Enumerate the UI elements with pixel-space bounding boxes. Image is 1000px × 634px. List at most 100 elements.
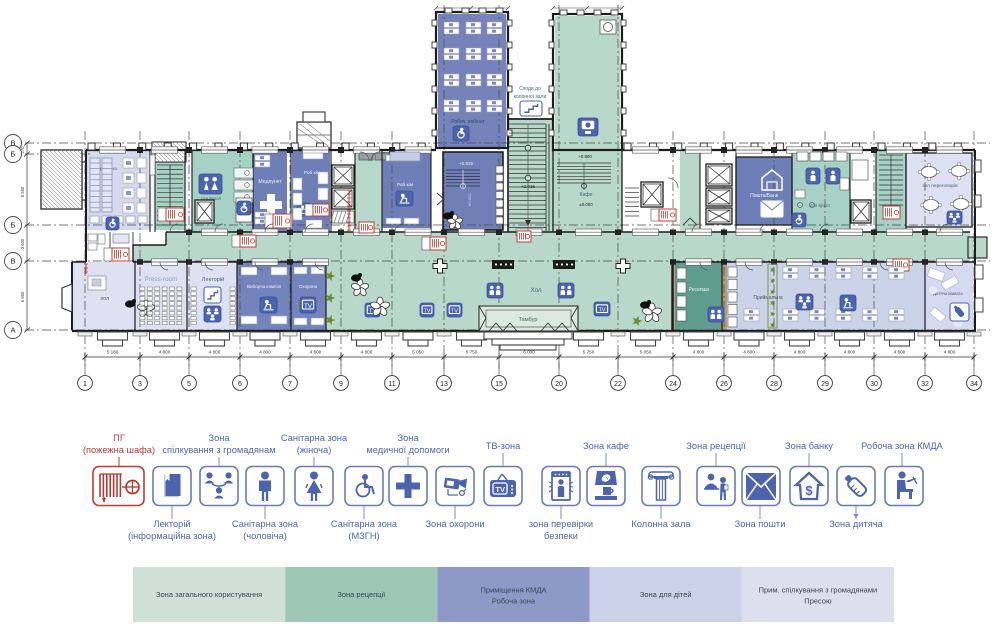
- svg-text:1: 1: [83, 381, 87, 388]
- svg-text:Б: Б: [11, 150, 16, 159]
- svg-text:Press-room: Press-room: [144, 276, 177, 283]
- svg-text:6 950: 6 950: [20, 291, 25, 302]
- svg-text:±0.000: ±0.000: [579, 202, 593, 207]
- svg-text:TV: TV: [495, 485, 505, 494]
- svg-text:6 550: 6 550: [20, 186, 25, 197]
- svg-text:270: 270: [20, 146, 25, 154]
- svg-text:Хол: Хол: [530, 287, 542, 294]
- svg-text:4 800: 4 800: [693, 350, 705, 355]
- svg-text:4 800: 4 800: [844, 350, 856, 355]
- svg-text:Роб кім: Роб кім: [304, 170, 320, 176]
- svg-text:Зона: Зона: [397, 433, 419, 443]
- svg-text:Зона рецепції: Зона рецепції: [686, 441, 746, 451]
- svg-text:(жіноча): (жіноча): [297, 445, 332, 455]
- svg-text:Н0.000: Н0.000: [467, 193, 472, 207]
- svg-text:(чоловіча): (чоловіча): [243, 531, 287, 541]
- svg-text:TV: TV: [304, 303, 313, 310]
- svg-text:TV: TV: [424, 309, 431, 315]
- svg-text:15: 15: [495, 381, 503, 388]
- svg-text:медичної допомоги: медичної допомоги: [366, 445, 449, 455]
- svg-text:+2.015: +2.015: [521, 184, 536, 189]
- svg-text:Зона кафе: Зона кафе: [583, 441, 629, 451]
- svg-text:6 000: 6 000: [523, 350, 535, 355]
- svg-text:+0.825: +0.825: [459, 161, 474, 166]
- svg-text:В: В: [10, 139, 15, 148]
- svg-text:Охорона: Охорона: [299, 284, 318, 289]
- svg-text:TV: TV: [599, 308, 606, 314]
- svg-text:7: 7: [288, 381, 292, 388]
- svg-text:6: 6: [238, 381, 242, 388]
- svg-text:4 800: 4 800: [894, 350, 906, 355]
- svg-text:29: 29: [821, 381, 829, 388]
- svg-text:Санітарна зона: Санітарна зона: [232, 519, 299, 529]
- svg-text:Дитяча кімната: Дитяча кімната: [933, 291, 963, 296]
- svg-text:Робоча зона: Робоча зона: [492, 597, 536, 606]
- svg-text:3: 3: [138, 381, 142, 388]
- svg-text:Ресепшн: Ресепшн: [689, 287, 710, 293]
- svg-text:Прим. спілкування з громадянам: Прим. спілкування з громадянами: [759, 586, 878, 595]
- svg-text:безпеки: безпеки: [544, 531, 578, 541]
- svg-text:TV: TV: [369, 309, 376, 315]
- svg-text:5 050: 5 050: [640, 350, 652, 355]
- svg-text:4 800: 4 800: [944, 350, 956, 355]
- svg-text:зона перевірки: зона перевірки: [529, 519, 593, 529]
- svg-text:22: 22: [614, 381, 622, 388]
- svg-text:Зона дитяча: Зона дитяча: [829, 519, 883, 529]
- svg-text:Зона для дітей: Зона для дітей: [640, 590, 692, 599]
- svg-text:Робоча зона КМДА: Робоча зона КМДА: [861, 441, 944, 451]
- svg-text:Кафе: Кафе: [579, 192, 592, 198]
- svg-text:(інформаційна зона): (інформаційна зона): [128, 531, 216, 541]
- svg-text:9: 9: [339, 381, 343, 388]
- svg-text:28: 28: [770, 381, 778, 388]
- svg-text:Зона: Зона: [208, 433, 230, 443]
- svg-text:Зона банку: Зона банку: [785, 441, 833, 451]
- svg-text:Робоч. кабінет: Робоч. кабінет: [451, 119, 485, 125]
- svg-text:Медпункт: Медпункт: [258, 179, 282, 185]
- svg-text:Зона охорони: Зона охорони: [425, 519, 484, 529]
- svg-text:32: 32: [921, 381, 929, 388]
- svg-text:4 800: 4 800: [310, 350, 322, 355]
- svg-text:24: 24: [669, 381, 677, 388]
- svg-text:34: 34: [970, 381, 978, 388]
- svg-text:5 180: 5 180: [107, 350, 119, 355]
- svg-text:4 800: 4 800: [159, 350, 171, 355]
- svg-text:TV: TV: [451, 309, 458, 315]
- svg-text:Зона пошти: Зона пошти: [735, 519, 786, 529]
- svg-text:Санітарна зона: Санітарна зона: [331, 519, 398, 529]
- svg-text:ТВ-зона: ТВ-зона: [486, 441, 521, 451]
- svg-text:30: 30: [870, 381, 878, 388]
- svg-text:4 800: 4 800: [794, 350, 806, 355]
- svg-text:11: 11: [388, 381, 395, 388]
- svg-text:хол: хол: [101, 296, 110, 302]
- svg-text:Колонна зала: Колонна зала: [631, 519, 691, 529]
- svg-text:сан вузол: сан вузол: [201, 196, 222, 201]
- svg-text:13: 13: [440, 381, 448, 388]
- svg-text:Лекторій: Лекторій: [202, 276, 224, 283]
- svg-text:спілкування з громадянам: спілкування з громадянам: [162, 445, 275, 455]
- svg-text:Сходи до: Сходи до: [519, 86, 541, 92]
- svg-text:зал переговорів: зал переговорів: [922, 183, 958, 189]
- svg-text:5: 5: [187, 381, 191, 388]
- svg-text:+0.800: +0.800: [578, 154, 592, 159]
- svg-text:4 800: 4 800: [361, 350, 373, 355]
- svg-text:Зона загального користування: Зона загального користування: [156, 590, 262, 599]
- svg-text:Лекторій: Лекторій: [153, 519, 190, 529]
- svg-text:Б: Б: [11, 221, 16, 230]
- svg-text:4 800: 4 800: [209, 350, 221, 355]
- svg-text:Виборча комісія: Виборча комісія: [247, 284, 282, 289]
- svg-text:5 750: 5 750: [466, 350, 478, 355]
- svg-text:Приміщення КМДА: Приміщення КМДА: [481, 586, 547, 595]
- svg-text:26: 26: [720, 381, 728, 388]
- svg-text:(пожежна шафа): (пожежна шафа): [83, 445, 155, 455]
- svg-text:20: 20: [555, 381, 563, 388]
- svg-text:Роб кім: Роб кім: [397, 182, 413, 188]
- svg-text:Зона рецепції: Зона рецепції: [337, 590, 386, 599]
- svg-text:(МЗГН): (МЗГН): [348, 531, 379, 541]
- svg-text:А: А: [10, 326, 15, 335]
- svg-text:3 600: 3 600: [20, 238, 25, 249]
- svg-text:Тамбур: Тамбур: [519, 317, 538, 323]
- svg-text:5 050: 5 050: [412, 350, 424, 355]
- svg-text:5 750: 5 750: [583, 350, 595, 355]
- svg-text:4 800: 4 800: [259, 350, 271, 355]
- svg-text:В: В: [10, 257, 15, 266]
